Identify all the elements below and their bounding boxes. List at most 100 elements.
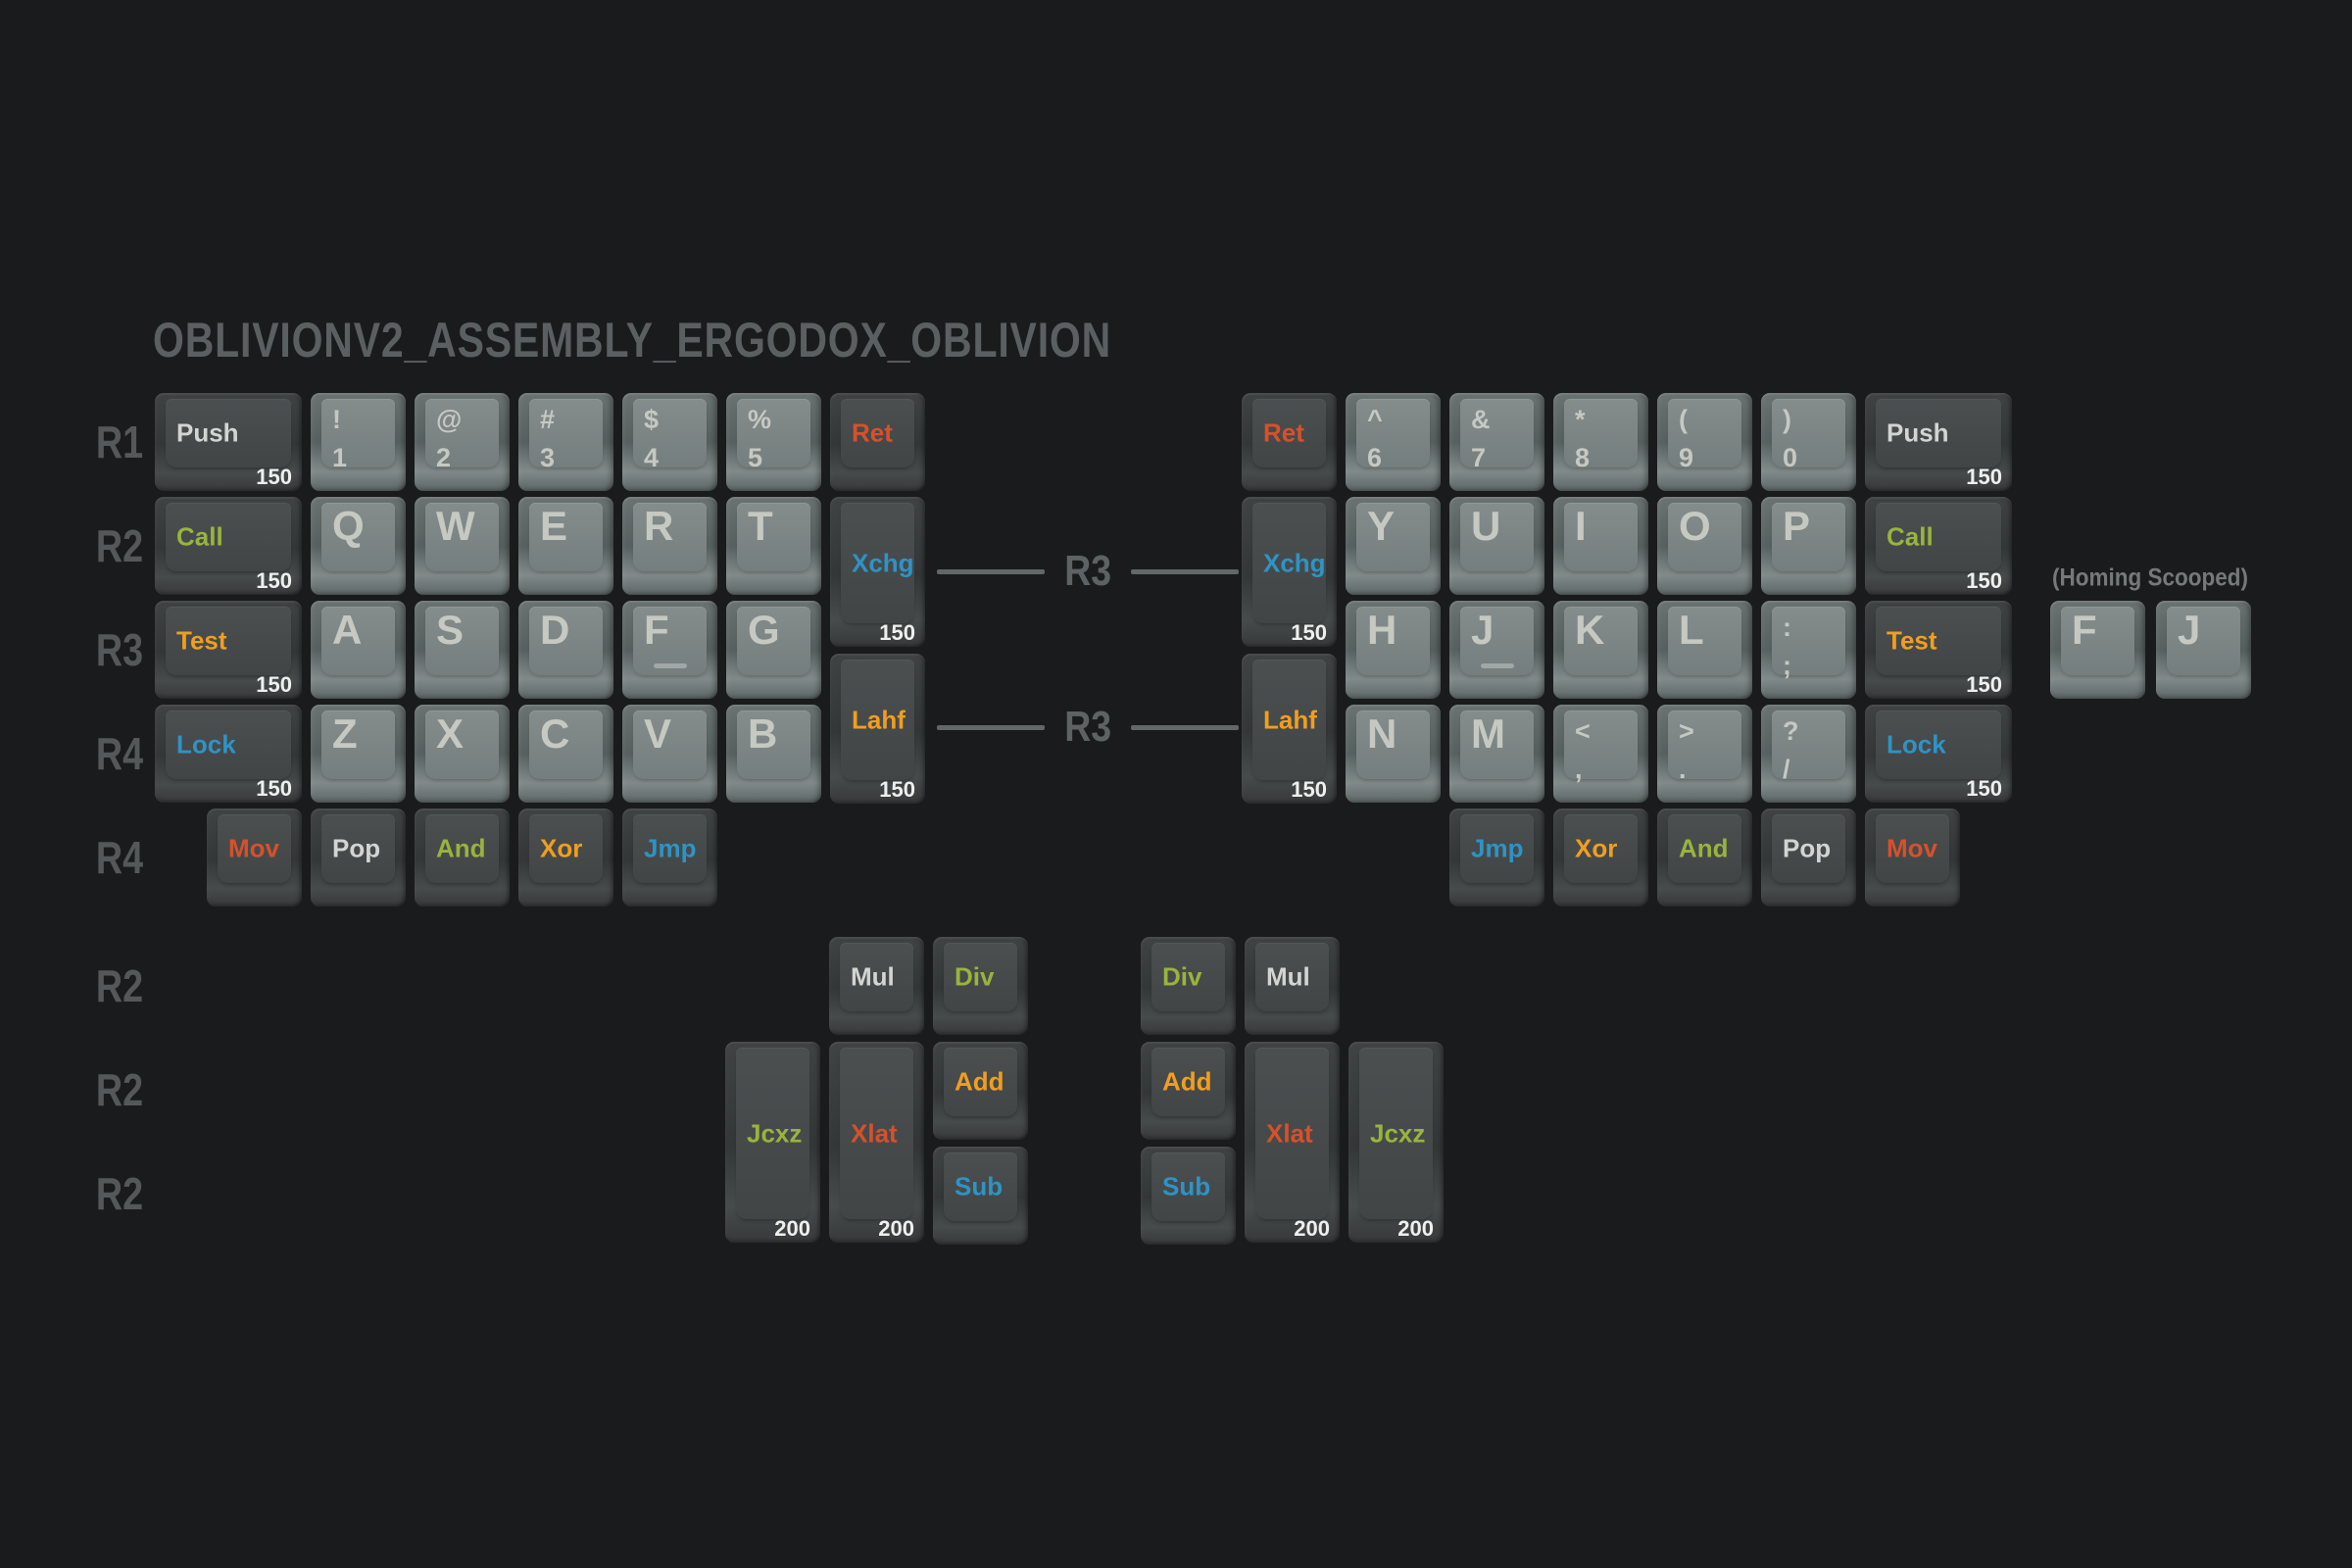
keycap-legend: Push [176,417,239,448]
homing-scooped-label: (Homing Scooped) [2052,564,2248,592]
keycap-face: W [425,503,499,571]
keycap-face: ! 1 [321,399,395,472]
size-sublegend: 200 [1294,1216,1330,1241]
keycap-legend: ) 0 [1783,405,1798,473]
key-b: B [726,705,821,803]
keycap-legend: Mul [1266,961,1310,992]
key-mov-right: Mov [1865,808,1960,906]
connector-line [937,724,1045,730]
keycap-legend: Lahf [852,705,906,735]
keycap-legend: Pop [1783,833,1832,863]
size-sublegend: 150 [256,776,292,801]
key-comma: < , [1553,705,1648,803]
keycap-legend: Ret [1263,417,1304,448]
key-7: & 7 [1449,393,1544,491]
key-mov-left: Mov [207,808,302,906]
row-label-r4: R4 [95,728,144,779]
keycap-legend: Lock [1886,729,1946,760]
keycap-legend: B [748,710,778,757]
key-e: E [518,497,613,595]
keycap-legend: S [436,607,465,653]
keycap-legend: Jmp [1471,833,1524,863]
key-slash: ? / [1761,705,1856,803]
size-sublegend: 150 [1966,465,2002,489]
keycap-legend: Z [332,710,358,757]
keycap-legend: > . [1679,716,1694,785]
keycap-legend: Sub [955,1171,1004,1201]
key-d: D [518,601,613,699]
keycap-legend: E [540,503,568,549]
keycap-face: % 5 [737,399,810,472]
size-sublegend: 150 [879,777,915,802]
keycap-legend: Ret [852,417,893,448]
keycap-face: Div [1152,943,1225,1011]
keycap-legend: Div [955,961,995,992]
key-4: $ 4 [622,393,717,491]
keycap-face: Ret [1252,399,1326,467]
keycap-legend: J [1471,607,1494,653]
keycap-face: Push [166,399,291,467]
size-sublegend: 150 [256,672,292,697]
keycap-face: Jmp [1460,814,1534,883]
keycap-legend: Lock [176,729,236,760]
keycap-face: G [737,607,810,675]
keycap-face: ^ 6 [1356,399,1430,472]
key-0: ) 0 [1761,393,1856,491]
keycap-face: O [1668,503,1741,571]
keycap-face: Call [1876,503,2001,571]
keycap-face: Test [166,607,291,675]
key-u: U [1449,497,1544,595]
keycap-face: K [1564,607,1638,675]
keycap-face: Mov [1876,814,1949,883]
keycap-legend: Xchg [1263,548,1326,578]
keycap-legend: Jmp [644,833,697,863]
key-g: G [726,601,821,699]
keycap-face: Xlat [1255,1048,1329,1219]
row-label-r1: R1 [95,416,144,467]
keycap-face: B [737,710,810,779]
size-sublegend: 150 [1966,776,2002,801]
key-i: I [1553,497,1648,595]
key-and-right: And [1657,808,1752,906]
keycap-face: Xchg [841,503,914,623]
size-sublegend: 150 [256,465,292,489]
row-label-r4: R4 [95,832,144,883]
key-l: L [1657,601,1752,699]
connector-line [1131,568,1239,574]
keycap-legend: Add [1162,1066,1212,1097]
size-sublegend: 150 [1966,672,2002,697]
keycap-face: Sub [1152,1152,1225,1221]
keycap-legend: % 5 [748,405,772,473]
keycap-face: C [529,710,603,779]
keycap-legend: O [1679,503,1711,549]
keycap-face: Lahf [841,660,914,780]
keycap-legend: F [644,607,669,653]
keycap-legend: Mov [228,833,279,863]
keycap-face: Add [944,1048,1017,1116]
keycap-face: M [1460,710,1534,779]
size-sublegend: 150 [1291,777,1327,802]
keycap-face: > . [1668,710,1741,784]
keycap-legend: Test [1886,625,1937,656]
keycap-legend: U [1471,503,1501,549]
keycap-legend: C [540,710,570,757]
keycap-legend: N [1367,710,1397,757]
keycap-face: Jcxz [736,1048,809,1219]
keycap-face: A [321,607,395,675]
row-label-r2: R2 [95,1168,144,1219]
key-add-right: Add [1141,1042,1236,1140]
key-z: Z [311,705,406,803]
keycap-face: L [1668,607,1741,675]
keycap-legend: ( 9 [1679,405,1694,473]
keycap-face: Lock [166,710,291,779]
keycap-face: * 8 [1564,399,1638,472]
keycap-face: I [1564,503,1638,571]
key-5: % 5 [726,393,821,491]
keycap-legend: Jcxz [1370,1118,1426,1149]
keycap-face: F [2061,607,2134,675]
keycap-face: ? / [1772,710,1845,784]
